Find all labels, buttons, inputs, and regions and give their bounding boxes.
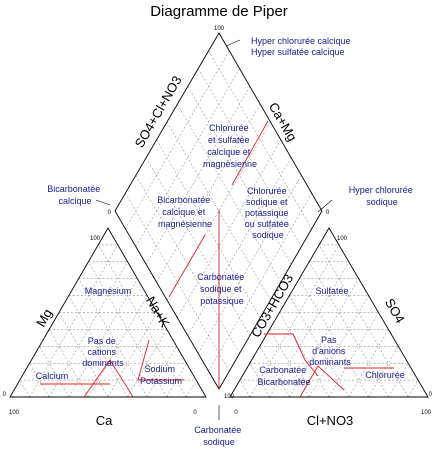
anion-triangle-outline [229,227,429,398]
tick-cation-bottom-left: 100 [9,410,20,416]
grid-line [279,312,330,398]
grid-line [299,278,369,398]
zone-chloruree-sulfatee-calcique: Chlorurée et sulfatée calcique et magnés… [203,123,257,169]
leader-hyper-chloruree-calcique [225,39,241,47]
grid-line [19,379,30,398]
axis-label-ca: Ca [96,413,113,428]
leader-hyper-chloruree-sodique [317,199,333,213]
tick-diamond-bottom: 100 [224,394,235,400]
grid-line [186,379,197,398]
tick-cation-bottom-right: 0 [193,410,197,416]
zone-carbonatee-sodique-potassique: Carbonatée sodique et potassique [197,272,247,306]
tick-cation-top: 100 [90,236,101,242]
zone-carbonatee-sodique: Carbonatée sodique [194,425,244,447]
tick-diamond-top: 100 [214,26,225,32]
tick-anion-bottom-right: 100 [421,410,432,416]
anion-dividers [264,333,394,398]
zone-chloruree: Chlorurée [365,370,405,380]
axis-label-na-k: Na+K [143,294,173,330]
zone-pas-de-cations-dominants: Pas de cations dominants [82,336,124,368]
anion-triangle-grid [239,244,419,398]
zone-hyper-chloruree-calcique: Hyper chlorurée calcique Hyper sulfatée … [251,36,353,57]
cation-triangle-grid [19,244,197,398]
grid-line [259,346,290,398]
cation-dividers [40,339,184,398]
zone-sodium-potassium: Sodium Potassium [140,364,182,386]
zone-pas-d-anions-dominants: Pas d'anions dominants [309,335,351,367]
grid-line [68,295,128,398]
axis-label-so4: SO4 [382,296,408,326]
grid-line [68,278,138,398]
tick-anion-corner-right: 0 [429,392,433,398]
grid-line [269,329,310,398]
zone-hyper-chloruree-sodique: Hyper chlorurée sodique [349,185,416,207]
grid-line [127,329,168,398]
grid-line [348,329,389,398]
diagram-title: Diagramme de Piper [150,3,288,20]
grid-line [289,278,359,398]
grid-line [407,379,419,398]
axis-label-so4-cl-no3: SO4+Cl+NO3 [132,73,185,150]
grid-line [289,295,350,398]
zone-calcium: Calcium [36,371,69,381]
grid-line [107,312,158,398]
diamond-dividers [168,120,269,389]
axis-label-mg: Mg [33,306,55,329]
cation-triangle-outline [9,227,207,398]
grid-line [249,363,270,398]
tick-anion-bottom-left: 0 [234,410,238,416]
grid-line [39,346,70,398]
axis-label-ca-mg: Ca+Mg [266,100,300,144]
tick-diamond-right: 0 [326,210,330,216]
axis-label-cl-no3: Cl+NO3 [307,413,354,428]
zone-bicarbonatee-calcique: Bicarbonatée calcique [47,184,103,206]
zone-sulfatee: Sulfatée [315,286,348,296]
tick-cation-corner-left: 0 [3,392,7,398]
grid-line [146,346,177,398]
tick-anion-top: 100 [337,236,348,242]
leader-bicarbonatee-calcique [95,199,111,206]
zone-magnesium: Magnésium [85,286,132,296]
grid-line [29,363,50,398]
grid-line [97,244,187,398]
grid-line [58,312,109,398]
grid-line [239,379,251,398]
grid-line [48,329,89,398]
grid-line [388,363,409,398]
grid-line [29,244,119,398]
grid-line [328,312,379,398]
grid-line [318,244,409,398]
zone-chloruree-sodique-potassique: Chlorurée sodique et potassique ou sulfa… [245,186,292,240]
zone-carbonatee-bicarbonatee: Carbonatée Bicarbonatée [257,365,310,387]
tick-diamond-left: 0 [108,210,112,216]
grid-line [368,346,399,398]
zone-bicarbonatee-calcique-magnesienne: Bicarbonatée calcique et magnésienne [157,195,213,229]
grid-line [249,244,340,398]
grid-line [78,278,148,398]
grid-line [166,363,187,398]
